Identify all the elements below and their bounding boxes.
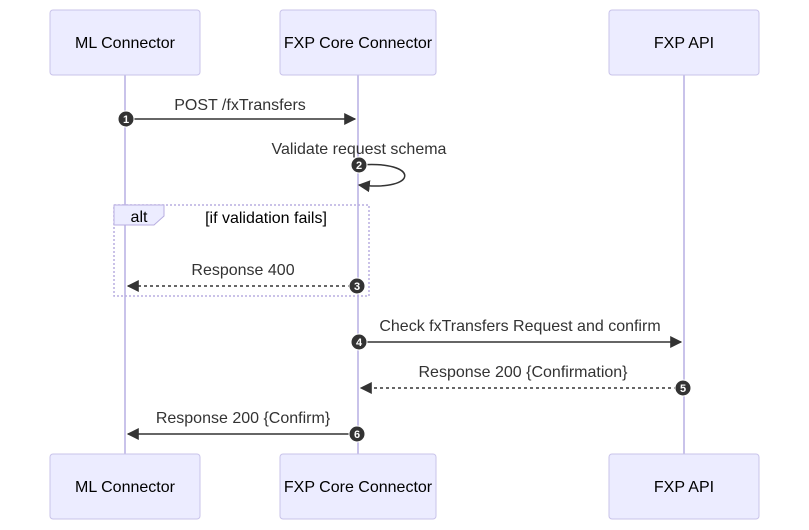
message-post-fxtransfers: POST /fxTransfers 1 [117,97,357,128]
message-label: Response 400 [191,262,294,279]
message-response-200-confirm: Response 200 {Confirm} 6 [126,410,366,443]
message-response-400: Response 400 3 [126,262,366,295]
message-label: Response 200 {Confirmation} [418,364,628,381]
actor-label: ML Connector [75,479,176,496]
actor-fxp-core-connector-bottom: FXP Core Connector [279,453,437,520]
alt-condition: [if validation fails] [205,210,327,227]
actor-label: FXP API [654,35,714,52]
sequence-number-5 [674,379,692,397]
actor-label: FXP Core Connector [284,479,433,496]
alt-label: alt [131,209,148,226]
actor-fxp-api-top: FXP API [608,9,760,76]
sequence-number-4 [350,333,368,351]
actor-fxp-api-bottom: FXP API [608,453,760,520]
actor-label: FXP Core Connector [284,35,433,52]
sequence-number-label: 4 [356,337,363,349]
message-response-200-confirmation: Response 200 {Confirmation} 5 [359,364,692,397]
actor-fxp-core-connector-top: FXP Core Connector [279,9,437,76]
actor-ml-connector-bottom: ML Connector [49,453,201,520]
alt-frame: alt [if validation fails] [113,204,370,297]
sequence-number-6 [348,425,366,443]
sequence-number-3 [348,277,366,295]
actor-label: FXP API [654,479,714,496]
sequence-number-label: 5 [680,383,686,395]
sequence-number-2 [350,156,368,174]
message-label: Validate request schema [272,141,447,158]
message-label: Check fxTransfers Request and confirm [379,318,660,335]
actor-label: ML Connector [75,35,176,52]
actor-ml-connector-top: ML Connector [49,9,201,76]
sequence-number-label: 2 [356,160,362,172]
message-label: Response 200 {Confirm} [156,410,331,427]
message-label: POST /fxTransfers [174,97,306,114]
message-check-fxtransfers-request: Check fxTransfers Request and confirm 4 [350,318,683,351]
message-validate-request-schema: Validate request schema 2 [272,141,447,193]
sequence-number-label: 1 [123,114,129,126]
sequence-number-1 [117,110,135,128]
sequence-number-label: 6 [354,429,360,441]
sequence-number-label: 3 [354,281,360,293]
